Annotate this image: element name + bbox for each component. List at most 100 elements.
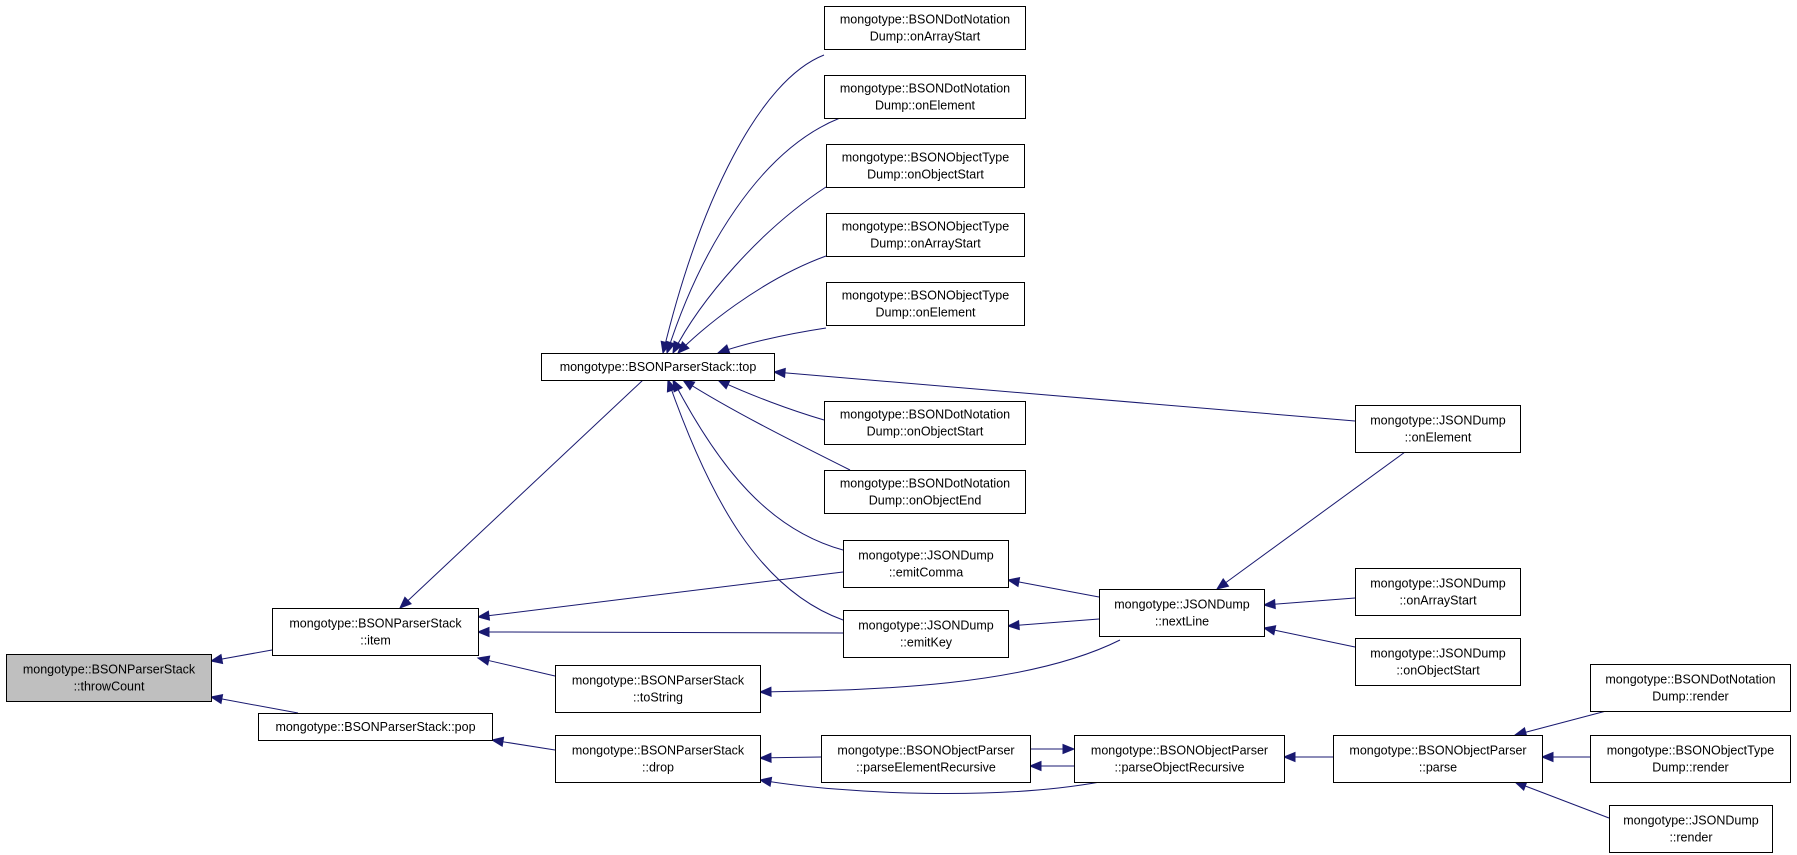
- node-label-line: mongotype::BSONDotNotation: [840, 13, 1010, 27]
- node-box: [824, 470, 1026, 514]
- node-label-line: mongotype::BSONParserStack::top: [560, 360, 757, 374]
- node-label-line: mongotype::JSONDump: [858, 619, 994, 633]
- edge-objTypeRender-to-parse: [1540, 751, 1590, 763]
- arrowhead: [1540, 751, 1554, 763]
- arrowhead: [672, 340, 683, 355]
- node-throwCount[interactable]: mongotype::BSONParserStack::throwCount: [6, 654, 212, 702]
- node-objTypeObjectStart[interactable]: mongotype::BSONObjectTypeDump::onObjectS…: [826, 144, 1025, 188]
- node-emitKey[interactable]: mongotype::JSONDump::emitKey: [843, 610, 1009, 658]
- edge-objTypeObjectStart-to-top: [672, 186, 827, 355]
- node-jsonOnObjectStart[interactable]: mongotype::JSONDump::onObjectStart: [1355, 638, 1521, 686]
- node-drop[interactable]: mongotype::BSONParserStack::drop: [555, 735, 761, 783]
- node-emitComma[interactable]: mongotype::JSONDump::emitComma: [843, 540, 1009, 588]
- node-objTypeArrayStart[interactable]: mongotype::BSONObjectTypeDump::onArraySt…: [826, 213, 1025, 257]
- node-label-line: ::drop: [642, 761, 674, 775]
- node-parse[interactable]: mongotype::BSONObjectParser::parse: [1333, 735, 1543, 783]
- node-label-line: mongotype::BSONDotNotation: [840, 82, 1010, 96]
- edge-jsonOnElement-to-nextLine: [1215, 451, 1406, 590]
- node-top[interactable]: mongotype::BSONParserStack::top: [541, 353, 775, 381]
- node-box: [1355, 638, 1521, 686]
- edge-nextLine-to-toString: [758, 639, 1121, 698]
- edge-nextLine-to-emitKey: [1006, 618, 1100, 631]
- node-toString[interactable]: mongotype::BSONParserStack::toString: [555, 665, 761, 713]
- node-label-line: mongotype::BSONParserStack::pop: [275, 720, 475, 734]
- node-box: [824, 6, 1026, 50]
- edge-drop-to-pop: [490, 736, 556, 751]
- edge-top-to-item: [399, 379, 644, 609]
- node-dotElement[interactable]: mongotype::BSONDotNotationDump::onElemen…: [824, 75, 1026, 119]
- arrowhead: [1006, 576, 1021, 588]
- node-label-line: Dump::render: [1652, 690, 1728, 704]
- edge-dotObjectEnd-to-top: [681, 379, 851, 471]
- node-jsonRender[interactable]: mongotype::JSONDump::render: [1609, 805, 1773, 853]
- arrowhead: [716, 379, 731, 390]
- node-label-line: mongotype::BSONObjectParser: [1091, 744, 1268, 758]
- node-label-line: Dump::onObjectStart: [867, 425, 984, 439]
- node-box: [821, 735, 1031, 783]
- edge-dotObjectStart-to-top: [716, 379, 825, 421]
- arrowhead: [665, 340, 676, 355]
- edge-emitComma-to-item: [476, 571, 844, 621]
- node-parseObjectRecursive[interactable]: mongotype::BSONObjectParser::parseObject…: [1074, 735, 1285, 783]
- node-label-line: mongotype::JSONDump: [1623, 814, 1759, 828]
- node-label-line: Dump::onObjectStart: [867, 168, 984, 182]
- node-label-line: mongotype::BSONDotNotation: [840, 477, 1010, 491]
- node-dotArrayStart[interactable]: mongotype::BSONDotNotationDump::onArrayS…: [824, 6, 1026, 50]
- node-jsonOnArrayStart[interactable]: mongotype::JSONDump::onArrayStart: [1355, 568, 1521, 616]
- arrowhead: [476, 626, 490, 638]
- edge-dotArrayStart-to-top: [660, 54, 825, 355]
- node-label-line: ::throwCount: [74, 680, 145, 694]
- arrowhead: [716, 344, 731, 355]
- node-pop[interactable]: mongotype::BSONParserStack::pop: [258, 713, 493, 741]
- node-item[interactable]: mongotype::BSONParserStack::item: [272, 608, 479, 656]
- arrowhead: [677, 341, 690, 354]
- edge-nextLine-to-emitComma: [1006, 576, 1100, 598]
- edge-objTypeElement-to-top: [716, 327, 827, 355]
- edge-jsonOnObjectStart-to-nextLine: [1262, 625, 1356, 648]
- node-label-line: mongotype::BSONParserStack: [289, 617, 462, 631]
- node-dotObjectEnd[interactable]: mongotype::BSONDotNotationDump::onObject…: [824, 470, 1026, 514]
- node-label-line: ::parseObjectRecursive: [1115, 761, 1245, 775]
- node-label-line: mongotype::BSONParserStack: [23, 663, 196, 677]
- node-label-line: Dump::onArrayStart: [870, 30, 981, 44]
- node-label-line: mongotype::JSONDump: [1370, 577, 1506, 591]
- node-box: [824, 401, 1026, 445]
- node-jsonOnElement[interactable]: mongotype::JSONDump::onElement: [1355, 405, 1521, 453]
- edge-dotRender-to-parse: [1513, 709, 1611, 738]
- node-box: [1074, 735, 1285, 783]
- arrowhead: [1262, 625, 1277, 636]
- node-box: [1355, 405, 1521, 453]
- node-box: [1590, 664, 1791, 712]
- node-label-line: mongotype::BSONParserStack: [572, 744, 745, 758]
- node-label-line: ::toString: [633, 691, 683, 705]
- node-box: [555, 665, 761, 713]
- edge-jsonRender-to-parse: [1513, 781, 1610, 819]
- edge-parseElementRecursive-to-parseObjectRecursive: [1030, 743, 1076, 755]
- edge-parseObjectRecursive-to-parseElementRecursive: [1028, 760, 1074, 772]
- edge-layer: [209, 54, 1611, 819]
- node-label-line: mongotype::BSONObjectType: [842, 220, 1009, 234]
- node-label-line: mongotype::JSONDump: [858, 549, 994, 563]
- node-label-line: ::onObjectStart: [1396, 664, 1480, 678]
- arrowhead: [758, 776, 773, 788]
- edge-pop-to-throwCount: [209, 693, 299, 714]
- node-nextLine[interactable]: mongotype::JSONDump::nextLine: [1099, 589, 1265, 637]
- arrowhead: [1262, 598, 1276, 610]
- arrowhead: [209, 693, 224, 705]
- arrowhead: [476, 655, 491, 666]
- node-parseElementRecursive[interactable]: mongotype::BSONObjectParser::parseElemen…: [821, 735, 1031, 783]
- node-label-line: mongotype::BSONObjectType: [842, 151, 1009, 165]
- node-label-line: ::emitKey: [900, 636, 953, 650]
- node-dotObjectStart[interactable]: mongotype::BSONDotNotationDump::onObject…: [824, 401, 1026, 445]
- node-label-line: Dump::onElement: [875, 99, 976, 113]
- arrowhead: [1062, 743, 1076, 755]
- edge-jsonOnArrayStart-to-nextLine: [1262, 597, 1356, 610]
- node-box: [1609, 805, 1773, 853]
- arrowhead: [1006, 619, 1020, 631]
- edge-emitKey-to-item: [476, 626, 844, 638]
- edge-toString-to-item: [476, 655, 556, 677]
- edge-item-to-throwCount: [209, 649, 273, 665]
